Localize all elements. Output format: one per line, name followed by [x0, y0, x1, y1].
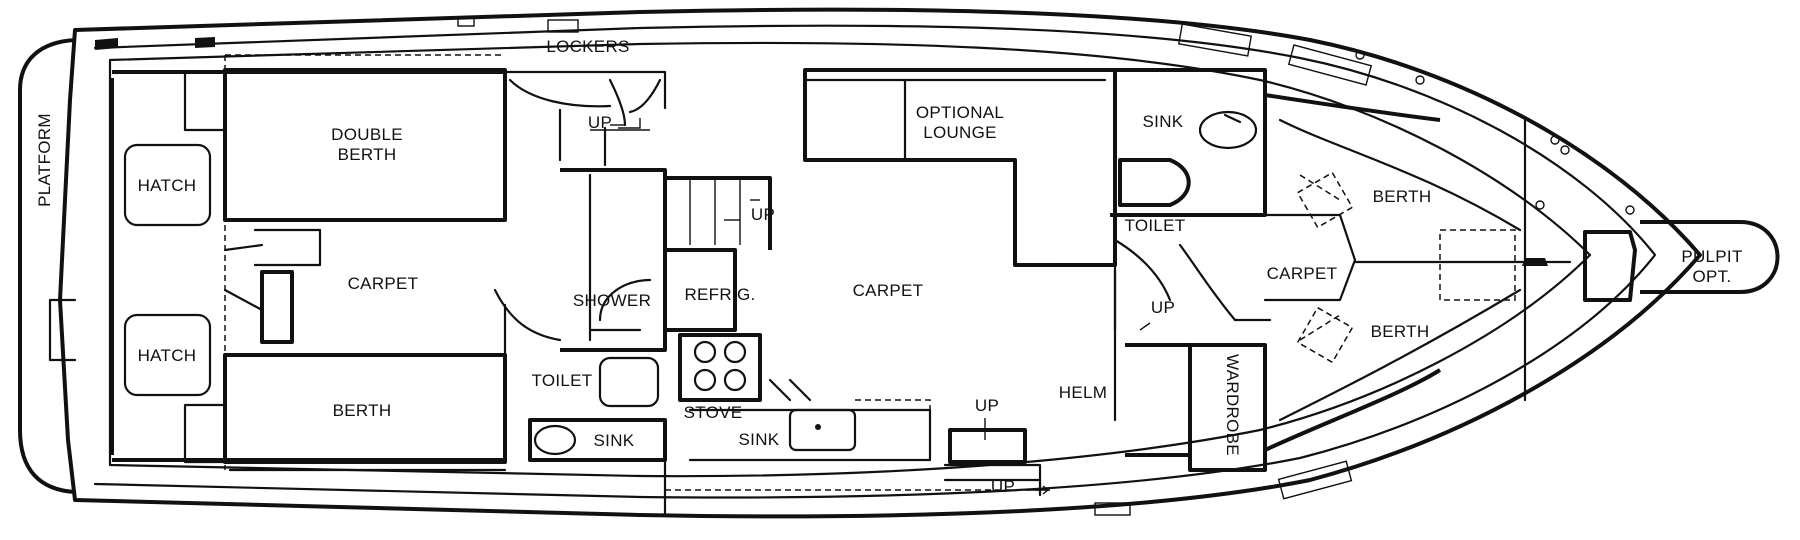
- label-sink-galley: SINK: [739, 430, 780, 449]
- label-berth-fwd-top: BERTH: [1373, 187, 1432, 206]
- label-stove: STOVE: [684, 403, 743, 422]
- label-hatch-bottom: HATCH: [138, 346, 197, 365]
- aft-companionway: [503, 19, 667, 167]
- label-up-aft-stair: UP: [588, 113, 612, 132]
- optional-lounge: [803, 68, 1117, 267]
- label-double-berth-line1: DOUBLE: [331, 125, 403, 144]
- wardrobe: [1188, 343, 1267, 472]
- aft-head: [528, 168, 667, 462]
- hatch-top: [123, 143, 212, 227]
- label-up-side-deck: UP: [991, 477, 1015, 496]
- salon-lower-bench: [943, 428, 1042, 482]
- label-carpet-salon: CARPET: [853, 281, 924, 300]
- galley: [665, 248, 932, 462]
- aft-cabin-details: [223, 228, 562, 357]
- label-sink-aft: SINK: [594, 431, 635, 450]
- label-sink-fwd: SINK: [1143, 112, 1184, 131]
- label-platform: PLATFORM: [35, 113, 54, 207]
- forward-stateroom: [1263, 93, 1522, 452]
- label-wardrobe: WARDROBE: [1223, 354, 1242, 456]
- label-up-galley-stair: UP: [751, 205, 775, 224]
- aft-cabin-walls: [110, 54, 507, 472]
- forward-head: [1110, 68, 1267, 217]
- label-lockers: LOCKERS: [546, 37, 629, 56]
- double-berth: [183, 68, 507, 222]
- label-optional-lounge-line1: OPTIONAL: [916, 103, 1004, 122]
- forward-companionway: [1113, 238, 1272, 322]
- label-shower: SHOWER: [573, 291, 651, 310]
- side-deck: [663, 458, 1050, 517]
- label-toilet-aft: TOILET: [531, 371, 592, 390]
- label-toilet-fwd: TOILET: [1124, 216, 1185, 235]
- berth-aft: [183, 353, 507, 464]
- label-up-fwd: UP: [1151, 298, 1175, 317]
- label-optional-lounge-line2: LOUNGE: [923, 123, 997, 142]
- hatch-bottom: [123, 313, 212, 397]
- direction-arrows: [618, 118, 1151, 495]
- labels: PLATFORM LOCKERS DOUBLE BERTH HATCH HATC…: [35, 37, 1742, 496]
- label-pulpit-line1: PULPIT: [1681, 247, 1742, 266]
- swim-platform: [18, 38, 77, 494]
- label-pulpit-line2: OPT.: [1693, 267, 1732, 286]
- bow-anchor-icon: [1522, 258, 1548, 266]
- pulpit: [1498, 220, 1780, 302]
- label-refrig: REFRIG.: [684, 285, 755, 304]
- label-helm: HELM: [1059, 383, 1107, 402]
- label-hatch-top: HATCH: [138, 176, 197, 195]
- label-carpet-fwd: CARPET: [1267, 264, 1338, 283]
- label-berth-aft: BERTH: [333, 401, 392, 420]
- label-berth-fwd-bottom: BERTH: [1371, 322, 1430, 341]
- galley-stair: [663, 176, 772, 250]
- label-carpet-aft: CARPET: [348, 274, 419, 293]
- label-up-salon: UP: [975, 396, 999, 415]
- deck-hardware: [95, 17, 1635, 516]
- label-double-berth-line2: BERTH: [338, 145, 397, 164]
